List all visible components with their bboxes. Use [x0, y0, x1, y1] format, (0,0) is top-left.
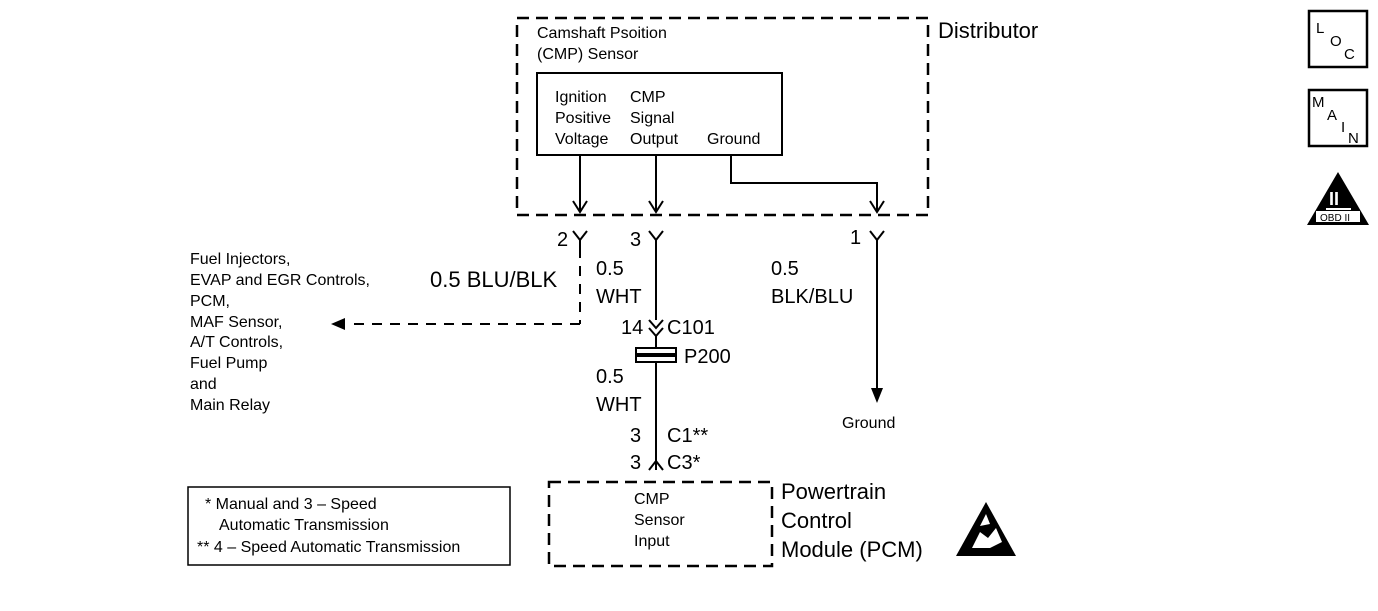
c1-pin: 3: [630, 425, 641, 447]
wire-blk-blu-label-1: 0.5: [771, 258, 799, 280]
arrow-down-icon: [871, 388, 883, 403]
c3-pin: 3: [630, 452, 641, 474]
cmp-sensor-title-1: Camshaft Psoition: [537, 25, 667, 42]
pcm-input-label-1: CMP: [634, 491, 670, 508]
esd-warning-icon: [956, 502, 1016, 556]
c101-label: C101: [667, 317, 715, 339]
cmp-sensor-box: [536, 72, 783, 156]
pin-ignition-label-1: Ignition: [555, 89, 607, 106]
wire-wht-lower-label-2: WHT: [596, 394, 642, 416]
terminal-3-label: 3: [630, 229, 641, 251]
destination-2: EVAP and EGR Controls,: [190, 272, 370, 289]
legend-line-1: * Manual and 3 – Speed: [205, 496, 377, 513]
c101-pin: 14: [621, 317, 643, 339]
wire-wht-upper-label-1: 0.5: [596, 258, 624, 280]
loc-letter-o: O: [1330, 33, 1342, 50]
main-letter-a: A: [1327, 107, 1337, 124]
main-letter-m: M: [1312, 94, 1325, 111]
legend-box: [187, 486, 511, 566]
pcm-label-1: Powertrain: [781, 479, 886, 504]
wire-blk-blu-label-2: BLK/BLU: [771, 286, 853, 308]
pin-ground-label: Ground: [707, 131, 760, 148]
ground-label: Ground: [842, 415, 895, 432]
arrow-left-icon: [331, 318, 345, 330]
destination-6: Fuel Pump: [190, 355, 267, 372]
pcm-input-label-3: Input: [634, 533, 670, 550]
destination-1: Fuel Injectors,: [190, 251, 290, 268]
destination-4: MAF Sensor,: [190, 314, 282, 331]
obd-numeral: II: [1329, 189, 1339, 209]
c3-label: C3*: [667, 452, 701, 474]
destination-5: A/T Controls,: [190, 334, 283, 351]
wire-internal-ground: [730, 155, 878, 212]
terminal-2-connector: [572, 230, 588, 248]
c1-label: C1**: [667, 425, 708, 447]
p200-label: P200: [684, 346, 731, 368]
wire-wht-lower-label-1: 0.5: [596, 366, 624, 388]
terminal-2-label: 2: [557, 229, 568, 251]
destination-3: PCM,: [190, 293, 230, 310]
pcm-input-label-2: Sensor: [634, 512, 685, 529]
arrow-ignition: [572, 200, 588, 214]
arrow-ground: [869, 200, 885, 214]
loc-letter-l: L: [1316, 20, 1324, 37]
pin-ignition-label-2: Positive: [555, 110, 611, 127]
p200-splice-icon: [635, 347, 677, 363]
terminal-1-label: 1: [850, 227, 861, 249]
main-letter-n: N: [1348, 130, 1359, 147]
pcm-label-2: Control: [781, 508, 852, 533]
arrow-signal: [648, 200, 664, 214]
pcm-box: [547, 480, 774, 568]
pcm-label-3: Module (PCM): [781, 537, 923, 562]
destination-8: Main Relay: [190, 397, 270, 414]
c3-connector: [648, 459, 664, 471]
pin-ignition-label-3: Voltage: [555, 131, 608, 148]
distributor-label: Distributor: [938, 18, 1038, 43]
pin-cmp-signal-label-3: Output: [630, 131, 679, 148]
pin-cmp-signal-label-1: CMP: [630, 89, 666, 106]
terminal-1-connector: [869, 230, 885, 248]
pin-cmp-signal-label-2: Signal: [630, 110, 674, 127]
cmp-sensor-title-2: (CMP) Sensor: [537, 46, 639, 63]
wire-wht-upper-label-2: WHT: [596, 286, 642, 308]
main-icon: M A I N: [1307, 88, 1369, 148]
loc-letter-c: C: [1344, 46, 1355, 63]
destination-7: and: [190, 376, 217, 393]
terminal-3-connector: [648, 230, 664, 248]
obd-caption: OBD II: [1320, 213, 1350, 224]
legend-line-2: Automatic Transmission: [219, 517, 389, 534]
c101-connector: [648, 319, 664, 338]
wire-blu-blk-label: 0.5 BLU/BLK: [430, 267, 558, 292]
legend-line-3: ** 4 – Speed Automatic Transmission: [197, 539, 460, 556]
obd-ii-icon: II OBD II: [1307, 172, 1369, 225]
loc-icon: L O C: [1307, 9, 1369, 69]
main-letter-i: I: [1341, 119, 1345, 136]
